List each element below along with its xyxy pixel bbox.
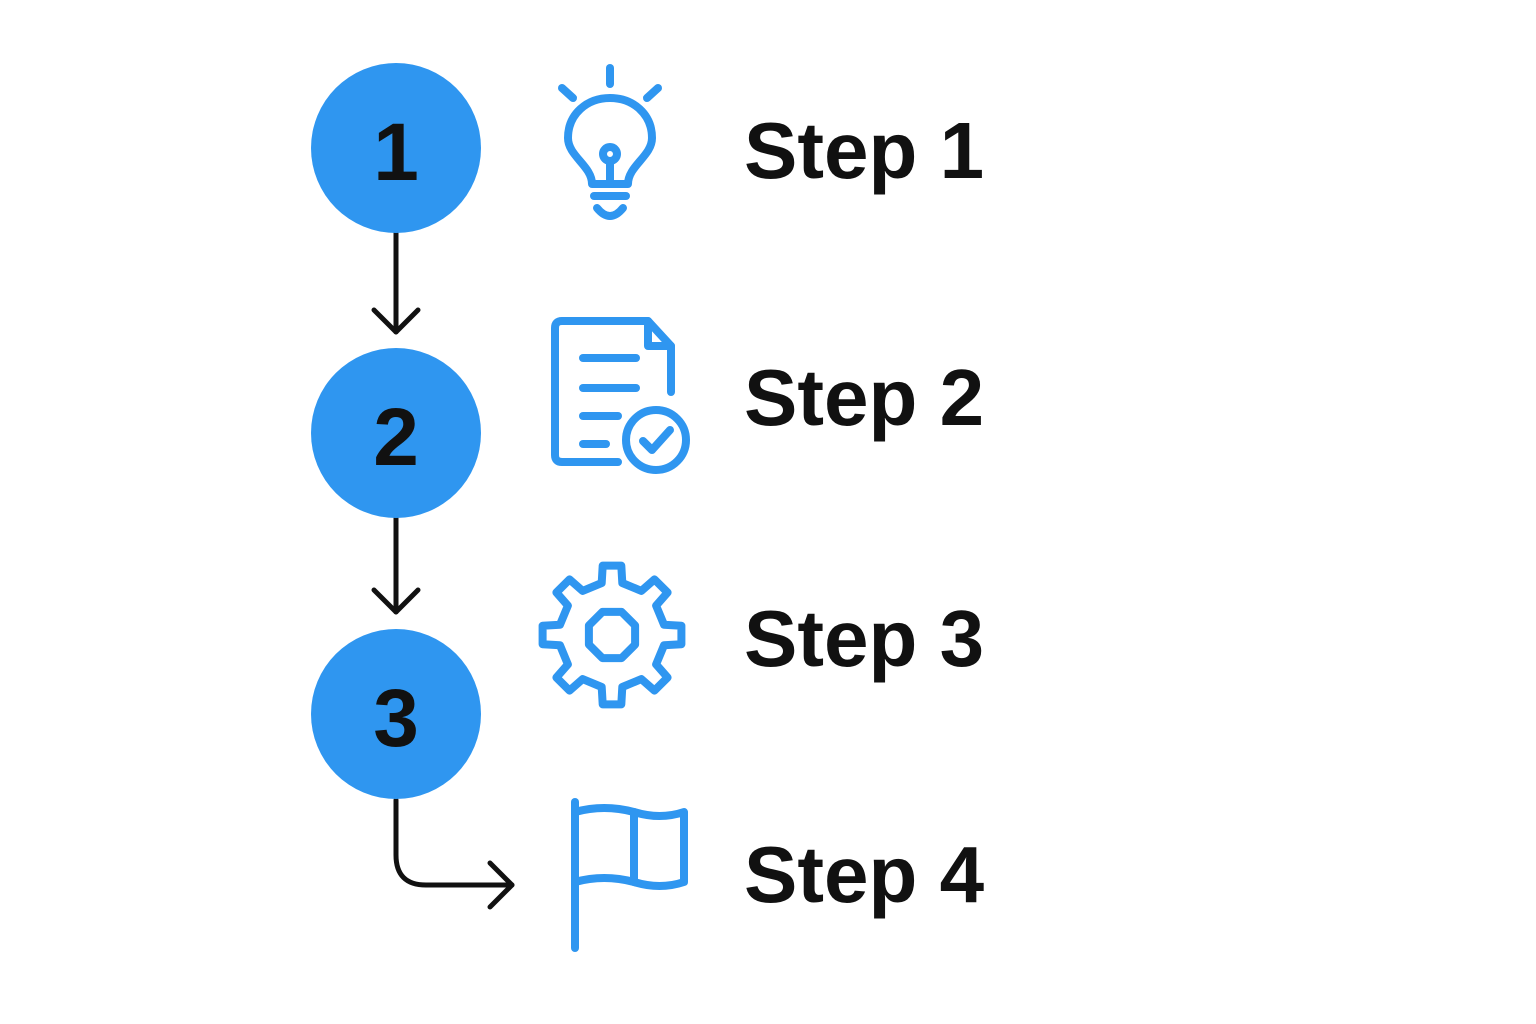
step-2-badge: 2 [311, 348, 481, 518]
flag-icon [571, 798, 688, 952]
step-1-label: Step 1 [744, 106, 984, 195]
lightbulb-icon [558, 64, 662, 220]
connector-1-to-2 [371, 229, 421, 335]
document-check-icon [551, 317, 690, 474]
step-1-number: 1 [373, 107, 419, 198]
step-3-label: Step 3 [744, 594, 984, 683]
gear-icon [538, 561, 686, 709]
step-3-badge: 3 [311, 629, 481, 799]
step-2-number: 2 [373, 392, 419, 483]
step-3-number: 3 [373, 673, 419, 764]
step-1-badge: 1 [311, 63, 481, 233]
step-2-label: Step 2 [744, 353, 984, 442]
connector-2-to-3 [371, 515, 421, 615]
step-4-label: Step 4 [744, 830, 985, 919]
connector-3-to-4 [393, 797, 515, 910]
